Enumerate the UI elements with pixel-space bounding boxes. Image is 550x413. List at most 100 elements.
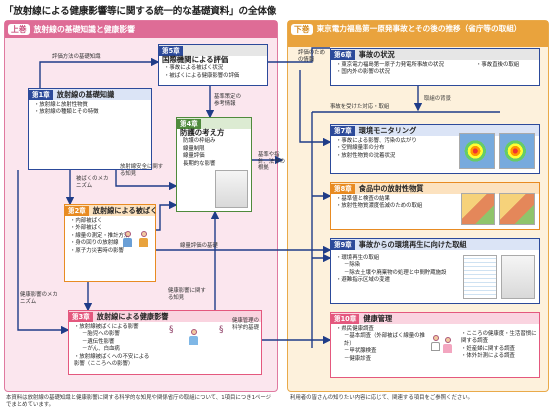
- list-subitem: 除染: [336, 262, 454, 269]
- lower-volume-header: 下巻 東京電力福島第一原発事故とその後の推移（省庁等の取組）: [288, 21, 548, 47]
- doctor-illustration: [431, 335, 440, 351]
- list-item: 基準値と検査の結果: [336, 196, 444, 203]
- list-item: 放射性物質濃度低減のための取組: [336, 203, 444, 210]
- chapter-6-title: 事故の状況: [358, 49, 395, 59]
- evacuation-zone-image: [501, 255, 535, 299]
- list-item: 線量制限: [183, 145, 205, 152]
- chapter-1-tag: 第1章: [29, 89, 53, 100]
- chapter-5-box[interactable]: 第5章 国際機関による評価 事故による被ばく状況 被ばくによる健康影響の評価: [158, 44, 268, 86]
- person-illustration: [123, 231, 132, 247]
- chapter-2-tag: 第2章: [65, 205, 89, 216]
- list-item: 身の回りの放射線: [70, 240, 152, 247]
- chapter-8-title: 食品中の放射性物質: [358, 183, 424, 193]
- upper-volume-tag: 上巻: [8, 24, 30, 35]
- chapter-4-list: 防護の枠組み 線量制限 線量評価 長期的な影響: [180, 138, 248, 168]
- label-policy-basis: 基準や指針、法令の根拠: [258, 152, 285, 172]
- chapter-7-list: 事故による影響、汚染の広がり 空間線量率の分布 放射性物質の沈着状況: [334, 138, 536, 160]
- label-health-knowledge: 健康影響に関する知見: [168, 288, 206, 301]
- lower-volume-heading: 東京電力福島第一原発事故とその後の推移（省庁等の取組）: [316, 24, 522, 33]
- list-item: 国内外の影響の状況: [336, 69, 476, 76]
- list-subitem: がん、白血病: [74, 346, 258, 353]
- list-item: 線量評価: [183, 153, 205, 160]
- chapter-4-tag: 第4章: [177, 118, 201, 129]
- list-item: 空間線量率の分布: [336, 145, 536, 152]
- list-item: 事故による被ばく状況: [164, 65, 264, 72]
- chapter-1-title: 放射線の基礎知識: [56, 89, 115, 99]
- chapter-10-box[interactable]: 第10章 健康管理 県民健康調査 基本調査（外部被ばく線量の推計） 甲状腺検査 …: [330, 312, 540, 378]
- list-item: 避難指示区域の変遷: [336, 277, 454, 284]
- food-inspection-image: [499, 193, 535, 225]
- chapter-9-title: 事故からの環境再生に向けた取組: [358, 239, 467, 249]
- chapter-9-tag: 第9章: [331, 239, 355, 250]
- chapter-4-box[interactable]: 第4章 防護の考え方 防護の枠組み 線量制限 線量評価 長期的な影響: [176, 117, 252, 212]
- chapter-2-list: 内部被ばく 外部被ばく 線量の測定・推計方法 身の回りの放射線 原子力災害時の影…: [68, 218, 152, 255]
- chapter-5-list: 事故による被ばく状況 被ばくによる健康影響の評価: [162, 65, 264, 80]
- person-illustration: [139, 231, 148, 247]
- chapter-6-list: 東京電力福島第一原子力発電所事故の状況 事故直後の取組 国内外の影響の状況: [334, 62, 536, 77]
- chapter-10-tag: 第10章: [331, 313, 360, 324]
- chapter-8-box[interactable]: 第8章 食品中の放射性物質 基準値と検査の結果 放射性物質濃度低減のための取組: [330, 182, 540, 230]
- chapter-2-title: 放射線による被ばく: [92, 205, 158, 215]
- chapter-4-document-image: [215, 170, 248, 208]
- chapter-2-box[interactable]: 第2章 放射線による被ばく 内部被ばく 外部被ばく 線量の測定・推計方法 身の回…: [64, 204, 158, 282]
- chapter-10-list-2: こころの健康度・生活習慣に関する調査 妊産婦に関する調査 体外計測による調査: [459, 331, 539, 361]
- list-item: 原子力災害時の影響: [70, 248, 152, 255]
- list-item: 外部被ばく: [70, 225, 152, 232]
- food-image: [461, 193, 495, 225]
- chapter-4-header: 第4章: [177, 118, 251, 129]
- chapter-9-box[interactable]: 第9章 事故からの環境再生に向けた取組 環境再生の取組 除染 除去土壌や廃棄物の…: [330, 238, 540, 304]
- label-dose-eval-basis: 線量評価の基礎: [180, 243, 218, 249]
- chapter-3-list: 放射線被ばくによる影響 胎児への影響 遺伝性影響 がん、白血病 放射線被ばくへの…: [72, 324, 258, 368]
- list-item: 東京電力福島第一原子力発電所事故の状況: [336, 62, 476, 69]
- label-exposure-mechanism: 被ばくのメカニズム: [76, 176, 109, 189]
- list-subitem: 健康診査: [336, 356, 430, 363]
- chapter-10-header: 第10章 健康管理: [331, 313, 539, 324]
- chapter-1-list: 放射線と放射性物質 放射線の種類とその特徴: [32, 102, 148, 117]
- chapter-10-title: 健康管理: [363, 313, 393, 323]
- chapter-3-box[interactable]: 第3章 放射線による健康影響 放射線被ばくによる影響 胎児への影響 遺伝性影響 …: [68, 310, 262, 375]
- chapter-8-list: 基準値と検査の結果 放射性物質濃度低減のための取組: [334, 196, 444, 211]
- upper-volume-header: 上巻 放射線の基礎知識と健康影響: [5, 21, 277, 38]
- chapter-1-header: 第1章 放射線の基礎知識: [29, 89, 151, 100]
- list-item: 体外計測による調査: [461, 353, 539, 360]
- list-subitem: 除去土壌や廃棄物の処理と中間貯蔵施設: [336, 270, 454, 277]
- chapter-8-tag: 第8章: [331, 183, 355, 194]
- left-footer-note: 本資料は放射線の基礎知識と健康影響に関する科学的な知見や関係省庁の取組について、…: [6, 395, 272, 409]
- upper-volume-heading: 放射線の基礎知識と健康影響: [33, 25, 135, 34]
- list-item: 事故直後の取組: [476, 62, 536, 69]
- chapter-5-header: 第5章: [159, 45, 267, 56]
- chapter-8-header: 第8章 食品中の放射性物質: [331, 183, 539, 194]
- page-title: 「放射線による健康影響等に関する統一的な基礎資料」の全体像: [4, 6, 277, 17]
- list-item: 放射線と放射性物質: [34, 102, 148, 109]
- list-item: 被ばくによる健康影響の評価: [164, 73, 264, 80]
- chapter-6-box[interactable]: 第6章 事故の状況 東京電力福島第一原子力発電所事故の状況 事故直後の取組 国内…: [330, 48, 540, 86]
- chapter-7-box[interactable]: 第7章 環境モニタリング 事故による影響、汚染の広がり 空間線量率の分布 放射性…: [330, 124, 540, 174]
- label-response: 事故を受けた対応・取組: [330, 104, 390, 110]
- list-item: 放射線の種類とその特徴: [34, 109, 148, 116]
- chapter-1-box[interactable]: 第1章 放射線の基礎知識 放射線と放射性物質 放射線の種類とその特徴: [28, 88, 152, 170]
- chapter-6-tag: 第6章: [331, 49, 355, 60]
- chapter-3-header: 第3章 放射線による健康影響: [69, 311, 261, 322]
- label-eval-info: 評価のための情報: [298, 50, 325, 63]
- deposition-map-image: [499, 133, 535, 169]
- chapter-7-title: 環境モニタリング: [358, 125, 417, 135]
- label-health-mgmt-basis: 健康管理の科学的基礎: [232, 318, 259, 331]
- person-illustration: [189, 329, 198, 345]
- chapter-4-title: 防護の考え方: [180, 128, 225, 137]
- list-subitem: 遺伝性影響: [74, 339, 258, 346]
- list-item: 環境再生の取組: [336, 255, 454, 262]
- dna-icon: §: [169, 325, 174, 335]
- list-item: 事故による影響、汚染の広がり: [336, 138, 536, 145]
- label-standard-basis: 基準策定の参考情報: [214, 94, 241, 107]
- list-subitem: 基本調査（外部被ばく線量の推計）: [336, 333, 430, 348]
- list-item: 放射線被ばくによる影響: [74, 324, 258, 331]
- list-item: 放射線被ばくへの不安による影響（こころへの影響）: [74, 354, 154, 369]
- list-item: 線量の測定・推計方法: [70, 233, 152, 240]
- chapter-10-list: 県民健康調査 基本調査（外部被ばく線量の推計） 甲状腺検査 健康診査: [334, 326, 430, 363]
- chapter-7-header: 第7章 環境モニタリング: [331, 125, 539, 136]
- list-item: 内部被ばく: [70, 218, 152, 225]
- label-eval-basis: 評価方法の基礎知識: [52, 54, 101, 60]
- chapter-3-tag: 第3章: [69, 311, 93, 322]
- chapter-7-tag: 第7章: [331, 125, 355, 136]
